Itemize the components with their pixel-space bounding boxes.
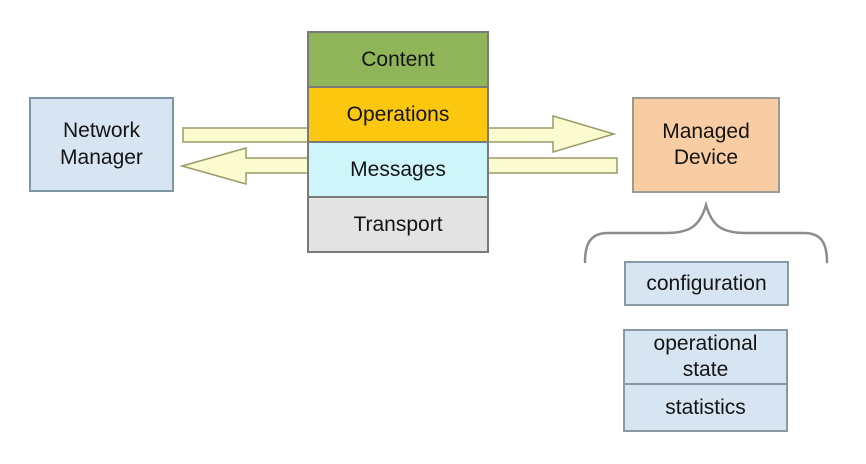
stack-layer-messages: Messages	[307, 141, 489, 198]
curly-brace	[583, 200, 829, 264]
stack-layer-transport: Transport	[307, 196, 489, 253]
operational-state-box: operational state	[623, 329, 788, 385]
stack-layer-operations: Operations	[307, 86, 489, 143]
network-manager-box: Network Manager	[29, 97, 174, 192]
configuration-box: configuration	[624, 261, 789, 306]
state-group: operational state statistics	[623, 329, 788, 432]
stack-layer-content: Content	[307, 31, 489, 88]
statistics-box: statistics	[623, 383, 788, 432]
managed-device-box: Managed Device	[632, 97, 780, 193]
protocol-stack: Content Operations Messages Transport	[307, 31, 489, 253]
